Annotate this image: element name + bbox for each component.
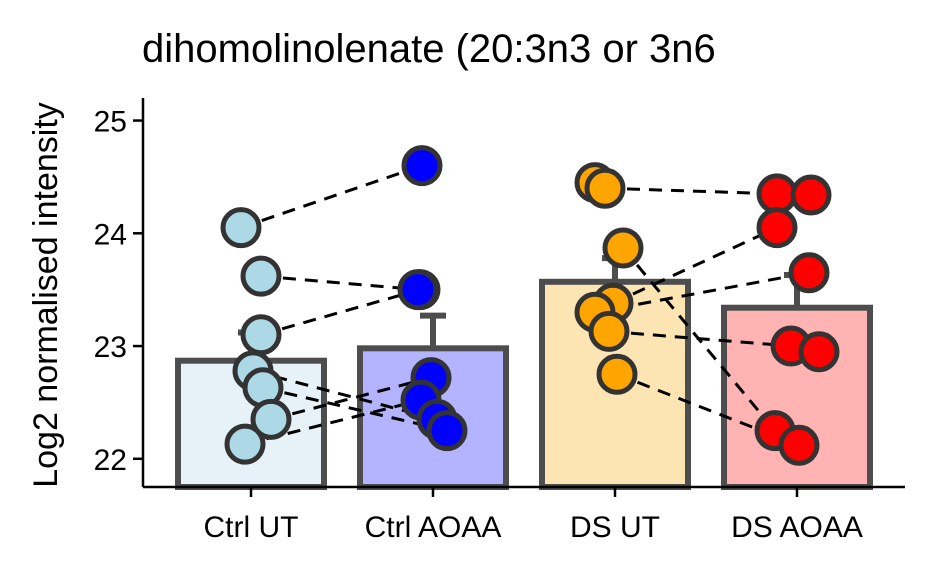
data-points <box>220 145 840 466</box>
data-point <box>596 353 638 395</box>
pair-lines <box>240 164 810 447</box>
pair-line <box>270 376 432 421</box>
pair-line <box>612 226 778 305</box>
data-point <box>798 331 840 373</box>
pair-line <box>260 288 421 337</box>
data-point <box>756 173 798 215</box>
x-tick-label: Ctrl UT <box>204 511 299 544</box>
data-point <box>426 410 468 452</box>
x-tick-label: Ctrl AOAA <box>365 511 502 544</box>
data-point <box>588 310 630 352</box>
y-tick-label: 25 <box>94 106 127 139</box>
pair-line <box>621 247 777 432</box>
data-point <box>778 424 820 466</box>
bars <box>175 255 873 490</box>
data-point <box>788 252 830 294</box>
y-axis-label: Log2 normalised intensity <box>27 102 65 488</box>
x-tick-label: DS UT <box>570 511 660 544</box>
data-point <box>756 207 798 249</box>
data-point <box>602 227 644 269</box>
pair-line <box>240 164 423 230</box>
data-point <box>240 314 282 356</box>
chart-title: dihomolinolenate (20:3n3 or 3n6 <box>142 27 716 71</box>
y-tick-label: 23 <box>94 331 127 364</box>
data-point <box>584 167 626 209</box>
data-point <box>250 398 292 440</box>
y-tick-label: 22 <box>94 444 127 477</box>
pair-line <box>262 386 434 429</box>
data-point <box>220 207 262 249</box>
x-tick-label: DS AOAA <box>731 511 863 544</box>
pair-line <box>604 186 778 196</box>
data-point <box>790 174 832 216</box>
data-point <box>397 269 439 311</box>
pair-line <box>594 271 810 314</box>
data-point <box>224 423 266 465</box>
y-tick-label: 24 <box>94 218 127 251</box>
data-point <box>240 255 282 297</box>
data-point <box>401 145 443 187</box>
pair-line <box>260 274 421 292</box>
